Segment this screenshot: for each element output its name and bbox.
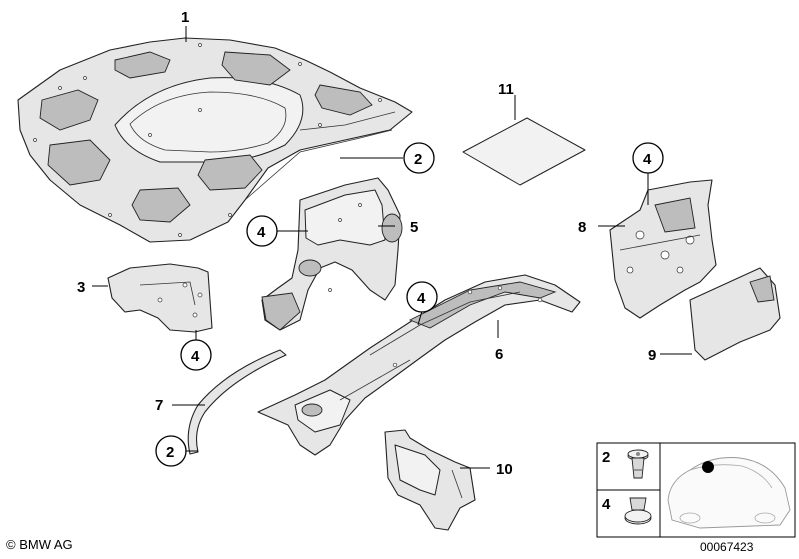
callout-6: 6 [495, 346, 503, 363]
callout-4-left-label: 4 [257, 224, 266, 241]
part-1-parcel-shelf[interactable] [17, 37, 413, 243]
callout-3: 3 [77, 279, 85, 296]
callout-10: 10 [496, 461, 513, 478]
callout-4-right-label: 4 [643, 151, 652, 168]
legend-item-a-label: 2 [602, 449, 610, 466]
fastener-legend: 2 4 [596, 442, 796, 538]
callout-7: 7 [155, 397, 163, 414]
callout-1: 1 [181, 9, 189, 26]
part-6-wheelhouse-panel[interactable] [257, 274, 581, 456]
location-marker-icon [702, 461, 714, 473]
callout-2-bottom: 2 [155, 435, 187, 467]
copyright-notice: © BMW AG [6, 537, 73, 552]
callout-2-top-label: 2 [414, 151, 422, 168]
callout-8: 8 [578, 219, 586, 236]
callout-4-center: 4 [406, 281, 438, 313]
part-11-sound-insulation-sheet[interactable] [462, 117, 586, 186]
leader-lines [92, 26, 692, 469]
callout-4-left: 4 [246, 215, 278, 247]
callout-11: 11 [498, 81, 514, 98]
callout-2-top: 2 [403, 142, 435, 174]
part-3-side-trim[interactable] [107, 263, 213, 333]
callout-5: 5 [410, 219, 418, 236]
part-8-side-panel-trim[interactable] [609, 179, 717, 319]
callout-4-right: 4 [632, 142, 664, 174]
callout-4-center-label: 4 [417, 290, 426, 307]
callout-2-bottom-label: 2 [166, 444, 174, 461]
diagram-id: 00067423 [700, 540, 754, 554]
callout-9: 9 [648, 347, 656, 364]
push-clip-icon[interactable] [624, 497, 652, 525]
legend-item-b-label: 4 [602, 496, 611, 513]
callout-4-bottom-left: 4 [180, 339, 212, 371]
part-9-trim-panel[interactable] [689, 267, 781, 361]
callout-4-bottom-left-label: 4 [191, 348, 200, 365]
expansion-rivet-icon[interactable] [627, 449, 649, 479]
part-5-wheel-arch-trim[interactable] [261, 177, 403, 331]
part-10-bracket-trim[interactable] [384, 429, 476, 531]
part-7-sealing-strip[interactable] [187, 349, 287, 455]
car-location-icon [667, 457, 791, 529]
